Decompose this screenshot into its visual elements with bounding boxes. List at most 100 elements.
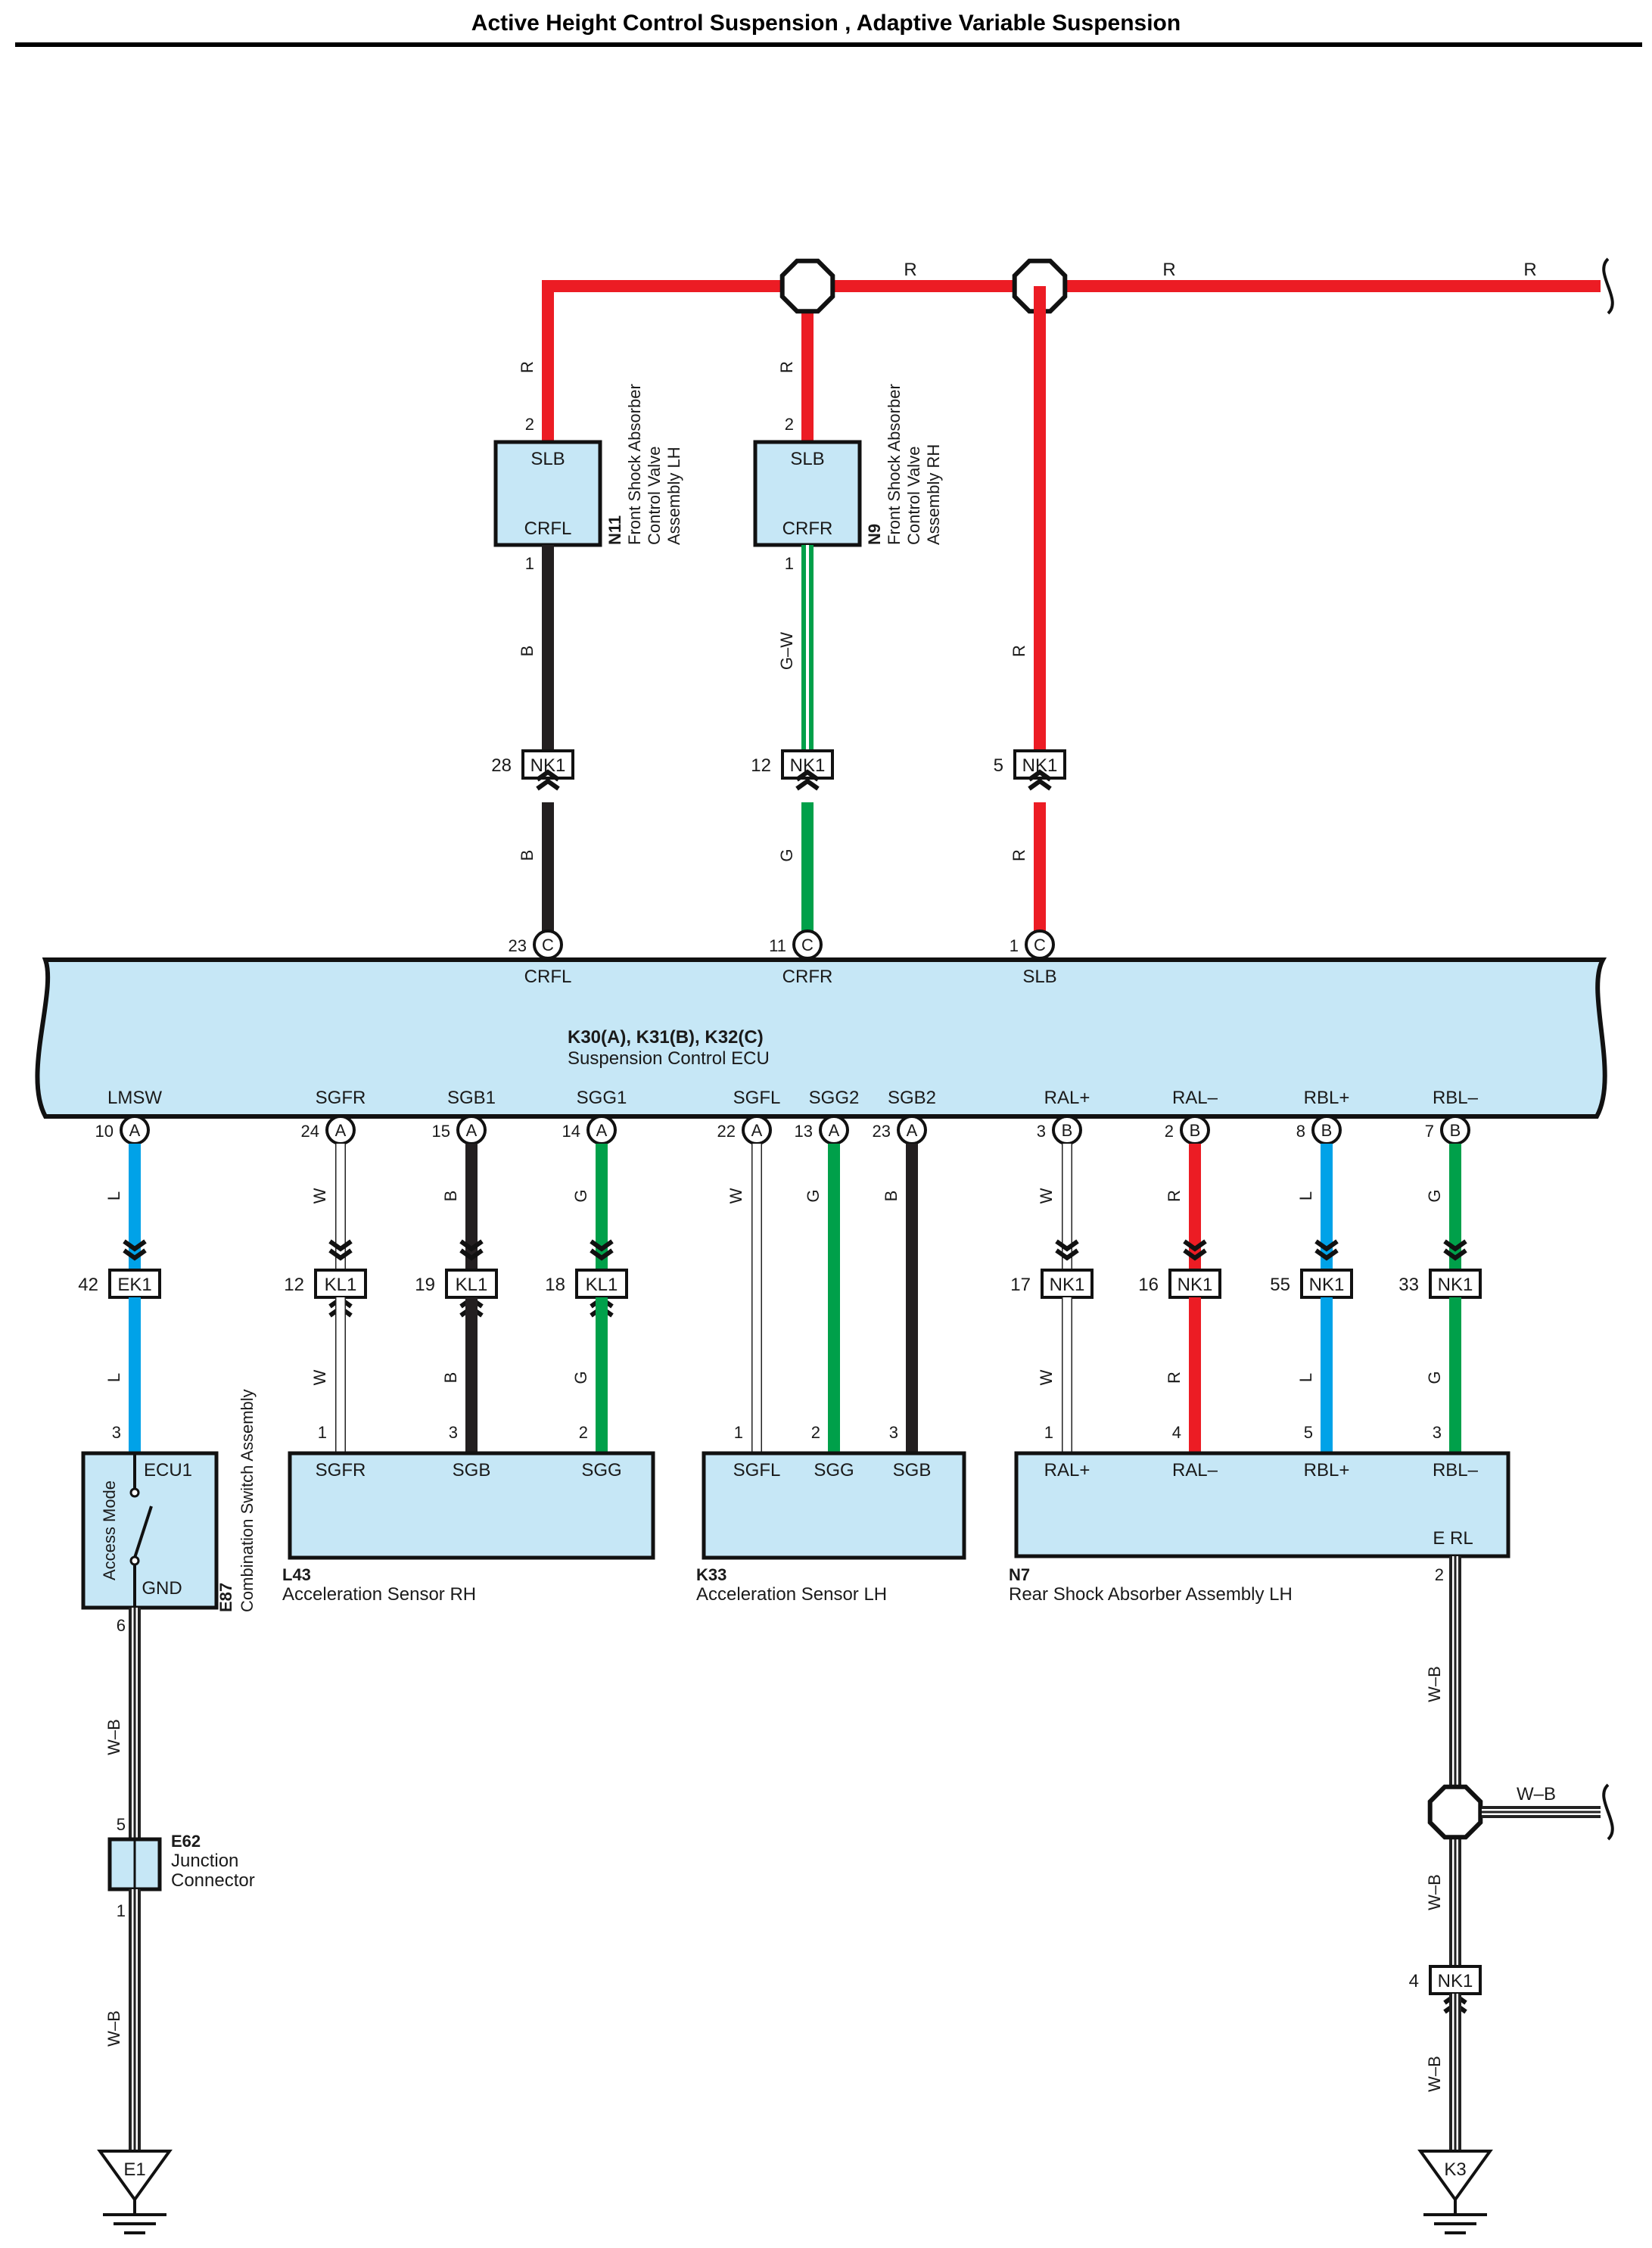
ecu-pin-label: SGB2 <box>888 1088 936 1108</box>
connector-arrow-icon <box>1055 1248 1079 1261</box>
wire-color-label: B <box>441 1191 460 1202</box>
connector-label: NK1 <box>1438 1971 1473 1991</box>
sensor-box <box>702 1451 966 1560</box>
connector-label: NK1 <box>1050 1275 1085 1295</box>
pin-number: 1 <box>117 1901 126 1920</box>
connector-pin-number: 5 <box>994 755 1003 776</box>
pin-number: 8 <box>1296 1122 1305 1141</box>
connector-arrow-icon <box>1443 1248 1467 1261</box>
component-name: Combination Switch Assembly <box>238 1389 257 1612</box>
wire-color-label: G <box>804 1189 823 1202</box>
wire-color-label: W <box>726 1188 745 1203</box>
pin-number: 22 <box>717 1122 736 1141</box>
sensor-pin-label: E RL <box>1433 1528 1473 1549</box>
pin-number: 2 <box>1165 1122 1174 1141</box>
sensor-box <box>288 1451 655 1560</box>
connector-arrow-icon <box>1028 769 1052 782</box>
pin-connector-letter: B <box>1062 1121 1073 1140</box>
page-title: Active Height Control Suspension , Adapt… <box>471 11 1181 36</box>
ecu-pin-label: RBL– <box>1433 1088 1479 1108</box>
connector-pin-number: 19 <box>415 1275 435 1295</box>
pin-number: 7 <box>1425 1122 1434 1141</box>
wire-color-label: W <box>1037 1188 1056 1203</box>
wire-color-label: L <box>104 1373 123 1382</box>
sensor-pin-label: SGFR <box>316 1460 366 1481</box>
component-name: Control Valve <box>645 447 664 545</box>
connector-arrow-icon <box>328 1239 353 1252</box>
wire-color-label: G <box>1425 1189 1444 1202</box>
bus-wire-label: R <box>1162 260 1175 280</box>
connector-arrow-icon <box>1055 1239 1079 1252</box>
pin-connector-letter: B <box>1190 1121 1201 1140</box>
connector-pin-number: 33 <box>1398 1275 1419 1295</box>
component-name: Assembly LH <box>664 447 683 545</box>
bus-wire-label: R <box>1523 260 1536 280</box>
connector-label: NK1 <box>1178 1275 1213 1295</box>
sensor-box <box>1014 1451 1510 1558</box>
sensor-pin-label: SGG <box>581 1460 621 1481</box>
wire-color-label: L <box>1296 1373 1315 1382</box>
pin-number: 4 <box>1172 1423 1181 1442</box>
connector-pin-number: 12 <box>751 755 771 776</box>
wire-color-label: W–B <box>1425 1874 1444 1910</box>
connector-arrow-icon <box>1183 1239 1207 1252</box>
switch-pin-label: GND <box>142 1578 182 1599</box>
component-name: Rear Shock Absorber Assembly LH <box>1009 1584 1293 1605</box>
pin-number: 13 <box>795 1122 813 1141</box>
wire-color-label: B <box>518 850 537 861</box>
pin-number: 3 <box>112 1423 121 1442</box>
pin-connector-letter: A <box>466 1121 478 1140</box>
pin-number: 23 <box>873 1122 891 1141</box>
ecu-pin-label: CRFL <box>524 967 572 987</box>
pin-number: 2 <box>525 415 534 434</box>
switch-blade-icon <box>133 1505 153 1558</box>
component-code: N9 <box>865 524 884 545</box>
connector-box <box>781 749 834 780</box>
component-name: Front Shock Absorber <box>625 384 644 545</box>
component-box <box>753 440 862 547</box>
component-pin-label: SLB <box>530 449 565 469</box>
component-code: N7 <box>1009 1565 1030 1584</box>
title-rule <box>15 42 1642 47</box>
pin-number: 1 <box>525 554 534 573</box>
connector-pin-number: 12 <box>284 1275 304 1295</box>
wire-color-label: W–B <box>104 1719 123 1755</box>
bus-wire-label: R <box>904 260 916 280</box>
connector-arrow-icon <box>1443 1239 1467 1252</box>
wire-color-label: G <box>571 1189 590 1202</box>
ecu-name: Suspension Control ECU <box>568 1048 770 1069</box>
component-pin-label: SLB <box>790 449 824 469</box>
connector-label: NK1 <box>1309 1275 1345 1295</box>
pin-number: 2 <box>1435 1565 1444 1584</box>
pin-number: 5 <box>117 1815 126 1834</box>
pin-number: 11 <box>769 936 786 955</box>
ecu-pin-label: SGB1 <box>447 1088 496 1108</box>
wire-color-label: B <box>518 646 537 657</box>
pin-number: 6 <box>117 1616 126 1635</box>
connector-box <box>445 1269 498 1299</box>
wire-color-label: W <box>310 1369 329 1385</box>
component-name: Connector <box>171 1870 255 1891</box>
wire-color-label: R <box>1165 1190 1184 1202</box>
ecu-pin-label: CRFR <box>782 967 833 987</box>
wire-color-label: R <box>1010 849 1028 861</box>
pin-number: 3 <box>449 1423 458 1442</box>
pin-connector-letter: A <box>829 1121 840 1140</box>
connector-arrow-icon <box>590 1248 614 1261</box>
component-code: E87 <box>216 1583 235 1612</box>
connector-arrow-icon <box>590 1239 614 1252</box>
component-name: Acceleration Sensor RH <box>282 1584 476 1605</box>
switch-side-label: Access Mode <box>100 1481 119 1580</box>
connector-pin-number: 16 <box>1138 1275 1159 1295</box>
component-name: Front Shock Absorber <box>885 384 904 545</box>
connector-pin-number: 55 <box>1270 1275 1290 1295</box>
wire-color-label: W–B <box>1425 2056 1444 2092</box>
component-name: Junction <box>171 1851 238 1871</box>
wire-color-label: G <box>777 848 796 861</box>
connector-box <box>1429 1965 1482 1995</box>
wire-color-label: W–B <box>1425 1666 1444 1702</box>
switch-contact-icon <box>129 1487 140 1498</box>
ground-label: E1 <box>123 2159 145 2180</box>
continuation-break-icon <box>1602 1783 1614 1841</box>
